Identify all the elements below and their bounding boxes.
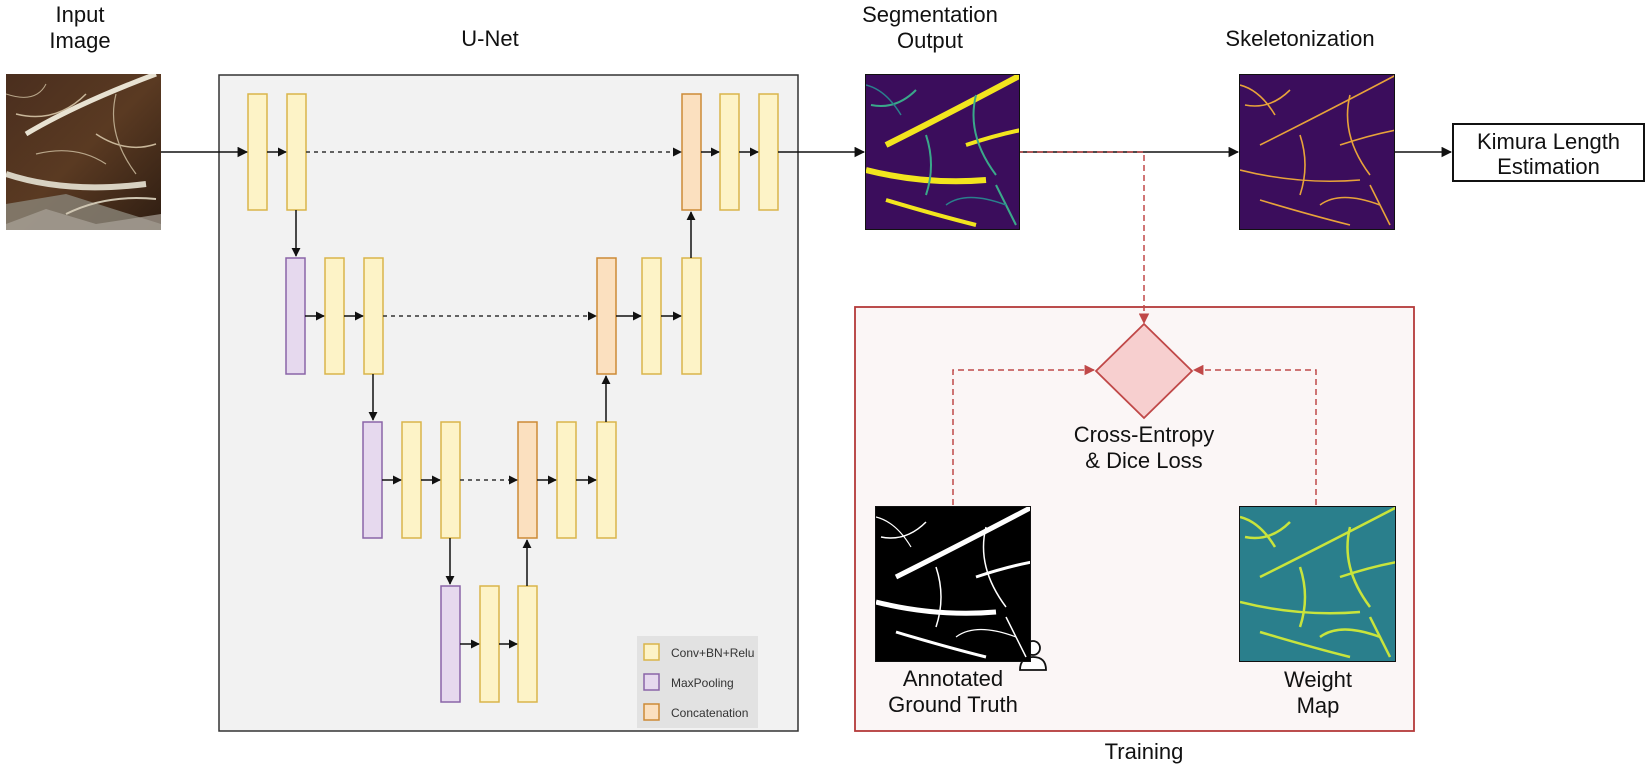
maxpool-block (440, 585, 461, 703)
annotated-ground-truth-image (875, 506, 1031, 662)
conv-block (517, 585, 538, 703)
concat-block (517, 421, 538, 539)
concat-block (681, 93, 702, 211)
conv-block (363, 257, 384, 375)
weight-map-label: Weight Map (1283, 667, 1353, 718)
maxpool-block (285, 257, 306, 375)
conv-block (401, 421, 422, 539)
unet-label: U-Net (461, 26, 519, 51)
legend-concat-label: Concatenation (671, 706, 748, 720)
conv-block (247, 93, 268, 211)
conv-block (556, 421, 577, 539)
skeletonization-image (1239, 74, 1395, 230)
conv-block (641, 257, 662, 375)
kimura-length-estimation-box: Kimura Length Estimation (1452, 123, 1645, 182)
weight-map-image (1239, 506, 1396, 662)
legend-maxpool-swatch (643, 673, 660, 691)
input-image (6, 74, 161, 230)
skeletonization-label: Skeletonization (1225, 26, 1375, 51)
cross-entropy-dice-loss-label: Cross-Entropy & Dice Loss (1073, 422, 1215, 473)
input-image-label: Input Image (49, 2, 111, 53)
segmentation-output-label: Segmentation Output (862, 2, 998, 53)
legend-conv-label: Conv+BN+Relu (671, 646, 754, 660)
training-label: Training (1104, 739, 1184, 764)
conv-block (719, 93, 740, 211)
conv-block (286, 93, 307, 211)
conv-block (758, 93, 779, 211)
legend-concat-swatch (643, 703, 660, 721)
conv-block (324, 257, 345, 375)
concat-block (596, 257, 617, 375)
conv-block (479, 585, 500, 703)
segmentation-output-image (865, 74, 1020, 230)
legend-conv-swatch (643, 643, 660, 661)
annotated-ground-truth-label: Annotated Ground Truth (888, 666, 1018, 717)
loss-diamond (1094, 322, 1194, 420)
conv-block (681, 257, 702, 375)
maxpool-block (362, 421, 383, 539)
conv-block (440, 421, 461, 539)
legend-maxpool-label: MaxPooling (671, 676, 734, 690)
conv-block (596, 421, 617, 539)
